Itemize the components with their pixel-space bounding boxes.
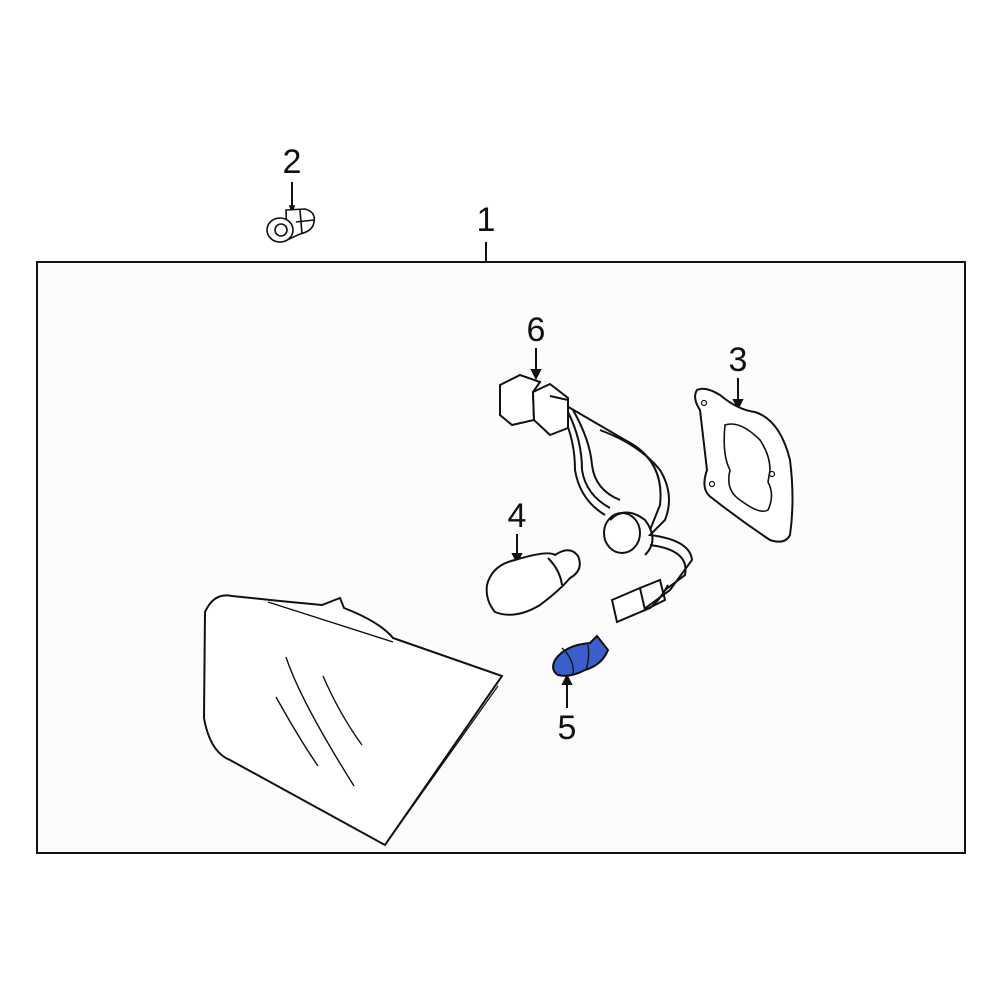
bulb-part-5-highlighted[interactable]: [552, 634, 610, 708]
bulb-part-4[interactable]: [485, 534, 581, 616]
lens-part-1[interactable]: [202, 594, 504, 847]
callout-4[interactable]: 4: [507, 497, 527, 535]
callout-2[interactable]: 2: [282, 143, 302, 181]
callout-1[interactable]: 1: [476, 201, 496, 239]
gasket-part-3[interactable]: [694, 378, 794, 543]
assembly-frame: [36, 261, 966, 854]
callout-5[interactable]: 5: [557, 709, 577, 747]
nut-part-2[interactable]: [266, 182, 316, 243]
callout-3[interactable]: 3: [728, 341, 748, 379]
socket-harness-part-6[interactable]: [499, 348, 694, 624]
callout-6[interactable]: 6: [526, 311, 546, 349]
